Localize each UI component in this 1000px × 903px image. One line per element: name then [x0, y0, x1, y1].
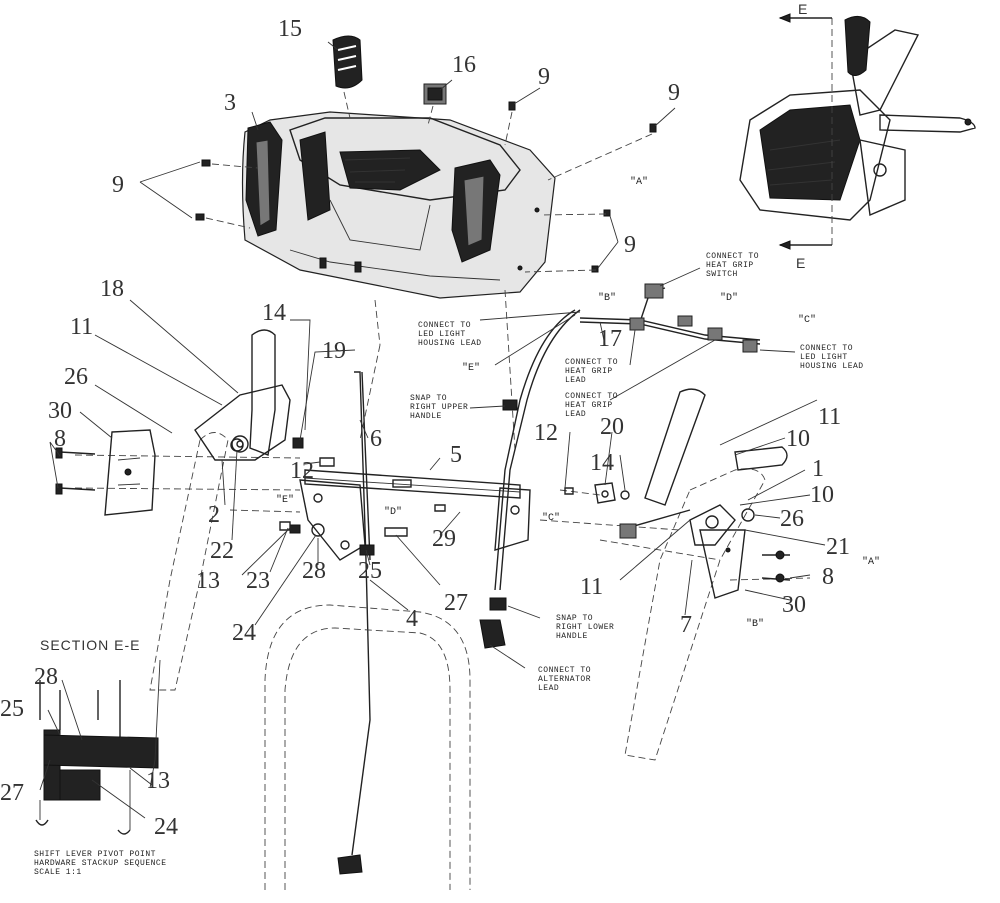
assembly-lines [74, 91, 811, 581]
reference-letters: "A" "B" "D" "C" "E" "E" "D" "C" "A" "B" … [276, 1, 880, 630]
note-led-right: CONNECT TO LED LIGHT HOUSING LEAD [800, 344, 864, 371]
callout-14: 14 [262, 300, 286, 326]
note-heat-grip-lead-1: CONNECT TO HEAT GRIP LEAD [565, 358, 623, 385]
callout-8: 8 [822, 564, 834, 590]
left-upper-handle [149, 329, 291, 691]
right-upper-handle [624, 388, 791, 761]
callout-2: 2 [208, 502, 220, 528]
callout-30: 30 [782, 592, 806, 618]
callout-24: 24 [232, 620, 256, 646]
callout-12: 12 [534, 420, 558, 446]
callout-19: 19 [322, 338, 346, 364]
callout-29: 29 [432, 526, 456, 552]
note-heat-grip-lead-2: CONNECT TO HEAT GRIP LEAD [565, 392, 623, 419]
callout-1: 1 [812, 456, 824, 482]
lower-handle-frame [264, 604, 471, 890]
callout-9: 9 [112, 172, 124, 198]
callout-13: 13 [196, 568, 220, 594]
callout-21: 21 [826, 534, 850, 560]
note-led-left: CONNECT TO LED LIGHT HOUSING LEAD [418, 321, 482, 348]
callout-22: 22 [210, 538, 234, 564]
section-line-e [778, 13, 833, 250]
callout-28: 28 [34, 664, 58, 690]
callout-6: 6 [370, 426, 382, 452]
callout-18: 18 [100, 276, 124, 302]
callout-27: 27 [0, 780, 24, 806]
callout-28: 28 [302, 558, 326, 584]
callout-25: 25 [0, 696, 24, 722]
callout-10: 10 [786, 426, 810, 452]
ref-c: "C" [798, 314, 816, 326]
callout-15: 15 [278, 16, 302, 42]
callout-11: 11 [818, 404, 841, 430]
shift-rod [337, 371, 371, 875]
note-alternator: CONNECT TO ALTERNATOR LEAD [538, 666, 596, 693]
callout-5: 5 [450, 442, 462, 468]
inset-view [739, 16, 976, 221]
callout-26: 26 [780, 506, 804, 532]
cross-bar [299, 469, 531, 561]
ref-b: "B" [746, 618, 764, 630]
callout-20: 20 [600, 414, 624, 440]
callout-8: 8 [54, 426, 66, 452]
callout-9: 9 [668, 80, 680, 106]
callout-27: 27 [444, 590, 468, 616]
callout-24: 24 [154, 814, 178, 840]
ref-c: "C" [542, 512, 560, 524]
callout-9: 9 [624, 232, 636, 258]
ref-a: "A" [862, 556, 880, 568]
note-heat-grip-switch: CONNECT TO HEAT GRIP SWITCH [706, 252, 764, 279]
dash-housing [241, 111, 556, 299]
ref-b: "B" [598, 292, 616, 304]
callout-10: 10 [810, 482, 834, 508]
leader-lines [39, 41, 826, 819]
section-marker: E [796, 255, 806, 271]
ref-d: "D" [384, 506, 402, 518]
note-snap-lower: SNAP TO RIGHT LOWER HANDLE [556, 614, 620, 641]
callout-12: 12 [290, 458, 314, 484]
wiring-notes: CONNECT TO HEAT GRIP SWITCH CONNECT TO L… [410, 252, 864, 693]
callout-11: 11 [70, 314, 93, 340]
shift-grip-part [332, 35, 363, 89]
switch-bracket [564, 482, 630, 504]
ref-e: "E" [276, 494, 294, 506]
callout-9: 9 [538, 64, 550, 90]
note-snap-upper: SNAP TO RIGHT UPPER HANDLE [410, 394, 474, 421]
callout-26: 26 [64, 364, 88, 390]
small-hardware [230, 437, 446, 556]
ref-d: "D" [720, 292, 738, 304]
callout-3: 3 [224, 90, 236, 116]
callout-7: 7 [680, 612, 692, 638]
section-marker: E [798, 1, 808, 17]
callout-23: 23 [246, 568, 270, 594]
callout-25: 25 [358, 558, 382, 584]
section-caption: SECTION E-E SHIFT LEVER PIVOT POINT HARD… [34, 637, 172, 877]
callout-30: 30 [48, 398, 72, 424]
callout-17: 17 [598, 326, 622, 352]
callout-14: 14 [590, 450, 614, 476]
section-title: SECTION E-E [40, 637, 140, 653]
left-side-plate [104, 429, 156, 516]
ref-e: "E" [462, 362, 480, 374]
switch-part [423, 83, 447, 105]
callout-11: 11 [580, 574, 603, 600]
callout-13: 13 [146, 768, 170, 794]
callout-4: 4 [406, 606, 418, 632]
callout-numbers: 15 16 9 9 3 9 9 18 14 11 19 26 30 8 6 5 … [0, 16, 850, 840]
section-e-detail [35, 680, 159, 835]
section-caption-text: SHIFT LEVER PIVOT POINT HARDWARE STACKUP… [34, 850, 172, 877]
callout-16: 16 [452, 52, 476, 78]
ref-a: "A" [630, 176, 648, 188]
